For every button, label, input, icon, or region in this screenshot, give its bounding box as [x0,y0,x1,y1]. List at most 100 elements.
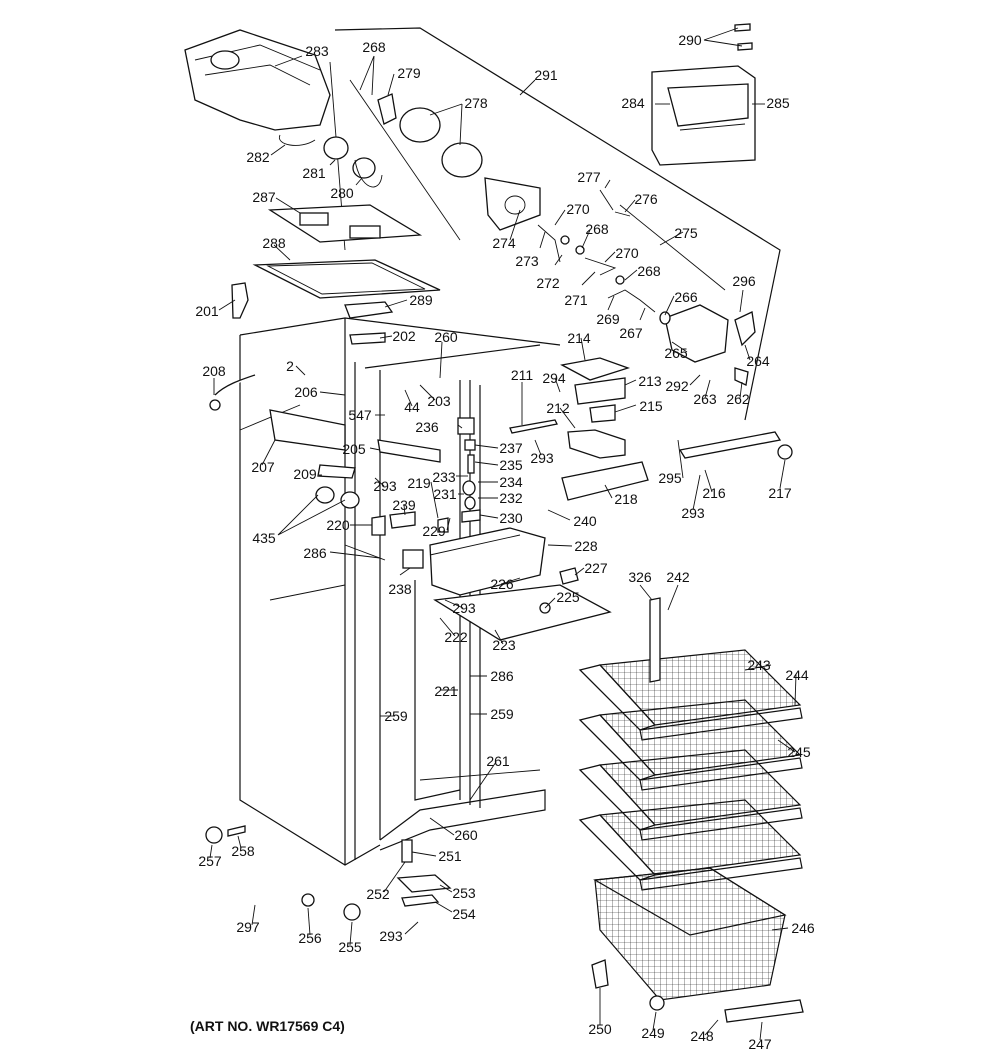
callout-222: 222 [444,629,468,645]
callout-256: 256 [298,930,322,946]
callout-285: 285 [766,95,790,111]
callout-230: 230 [499,510,523,526]
callout-249: 249 [641,1025,665,1041]
callout-labels: 283 268 279 291 290 278 284 285 282 281 … [195,32,815,1052]
bracket-284-285 [651,23,756,166]
callout-265: 265 [664,345,688,361]
callout-245: 245 [787,744,811,760]
linkage-parts [537,189,726,313]
callout-259: 259 [490,706,514,722]
thermostat-stack [437,417,481,533]
callout-274: 274 [492,235,516,251]
art-number-caption: (ART NO. WR17569 C4) [190,1018,345,1034]
callout-237: 237 [499,440,523,456]
callout-208: 208 [202,363,226,379]
callout-247: 247 [748,1036,772,1052]
callout-212: 212 [546,400,570,416]
callout-268: 268 [637,263,661,279]
callout-268: 268 [362,39,386,55]
callout-244: 244 [785,667,809,683]
callout-278: 278 [464,95,488,111]
callout-243: 243 [747,657,771,673]
callout-257: 257 [198,853,222,869]
callout-277: 277 [577,169,601,185]
shelf-support [649,597,661,683]
callout-203: 203 [427,393,451,409]
callout-291: 291 [534,67,558,83]
callout-267: 267 [619,325,643,341]
callout-268: 268 [585,221,609,237]
callout-239: 239 [392,497,416,513]
callout-238: 238 [388,581,412,597]
callout-255: 255 [338,939,362,955]
callout-44: 44 [404,399,420,415]
callout-297: 297 [236,919,260,935]
callout-293: 293 [373,478,397,494]
control-assembly [509,357,793,501]
callout-287: 287 [252,189,276,205]
callout-282: 282 [246,149,270,165]
callout-231: 231 [433,486,457,502]
callout-219: 219 [407,475,431,491]
callout-262: 262 [726,391,750,407]
callout-271: 271 [564,292,588,308]
shelves [578,649,803,891]
callout-286: 286 [490,668,514,684]
callout-234: 234 [499,474,523,490]
callout-221: 221 [434,683,458,699]
callout-294: 294 [542,370,566,386]
callout-261: 261 [486,753,510,769]
callout-284: 284 [621,95,645,111]
callout-216: 216 [702,485,726,501]
callout-279: 279 [397,65,421,81]
callout-264: 264 [746,353,770,369]
callout-293: 293 [452,600,476,616]
callout-326: 326 [628,569,652,585]
callout-211: 211 [511,367,534,383]
callout-293: 293 [379,928,403,944]
callout-296: 296 [732,273,756,289]
callout-2: 2 [286,358,294,374]
callout-292: 292 [665,378,689,394]
callout-228: 228 [574,538,598,554]
callout-252: 252 [366,886,390,902]
small-parts-top [231,282,394,345]
callout-289: 289 [409,292,433,308]
callout-233: 233 [432,469,456,485]
evaporator-cover-228 [429,527,612,641]
callout-281: 281 [302,165,326,181]
callout-266: 266 [674,289,698,305]
callout-240: 240 [573,513,597,529]
callout-263: 263 [693,391,717,407]
callout-215: 215 [639,398,663,414]
callout-280: 280 [330,185,354,201]
callout-259: 259 [384,708,408,724]
callout-209: 209 [293,466,317,482]
callout-273: 273 [515,253,539,269]
callout-254: 254 [452,906,476,922]
callout-272: 272 [536,275,560,291]
callout-253: 253 [452,885,476,901]
callout-275: 275 [674,225,698,241]
callout-207: 207 [251,459,275,475]
callout-290: 290 [678,32,702,48]
callout-229: 229 [422,523,446,539]
callout-270: 270 [566,201,590,217]
callout-236: 236 [415,419,439,435]
callout-232: 232 [499,490,523,506]
callout-220: 220 [326,517,350,533]
ice-bucket-283 [184,29,331,146]
gaskets-287-288 [252,204,441,299]
leader-lines [209,27,797,1041]
callout-269: 269 [596,311,620,327]
callout-202: 202 [392,328,416,344]
callout-258: 258 [231,843,255,859]
callout-295: 295 [658,470,682,486]
callout-214: 214 [567,330,591,346]
left-side-parts [209,374,441,569]
motor-bracket-274 [484,177,541,231]
callout-547: 547 [348,407,372,423]
callout-226: 226 [490,576,514,592]
callout-213: 213 [638,373,662,389]
